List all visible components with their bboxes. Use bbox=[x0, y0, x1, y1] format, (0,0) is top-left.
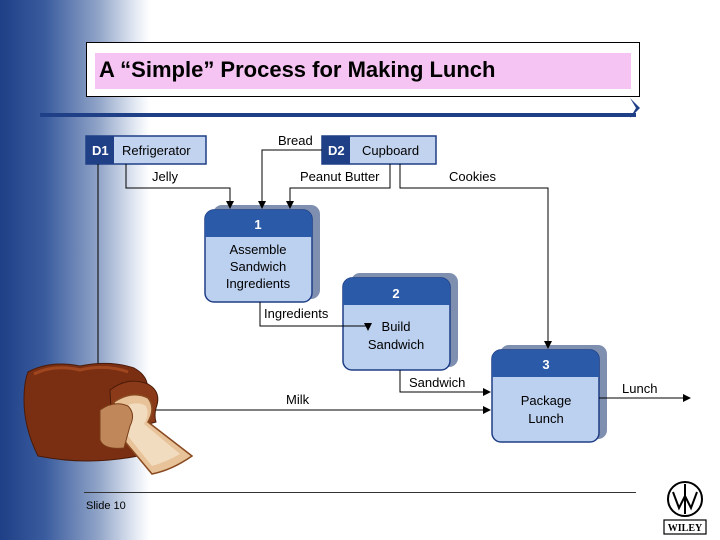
flow-bread-label: Bread bbox=[278, 133, 313, 148]
flow-bread-line bbox=[258, 149, 322, 209]
title-corner-accent bbox=[630, 98, 640, 118]
title-highlight bbox=[95, 53, 631, 89]
process-3-line1: Package bbox=[521, 393, 572, 408]
flow-jelly-label: Jelly bbox=[152, 169, 179, 184]
bread-loaf-illustration bbox=[23, 362, 194, 475]
flow-sandwich-label: Sandwich bbox=[409, 375, 465, 390]
process-2-line1: Build bbox=[382, 319, 411, 334]
flow-jelly-line bbox=[125, 164, 234, 209]
store-d1-id: D1 bbox=[92, 143, 109, 158]
wiley-logo: WILEY bbox=[663, 481, 707, 535]
process-1-line2: Sandwich bbox=[230, 259, 286, 274]
flow-ingredients-line bbox=[259, 302, 372, 331]
wiley-logo-text: WILEY bbox=[668, 523, 703, 534]
slide-title: A “Simple” Process for Making Lunch bbox=[99, 57, 496, 82]
process-1-line1: Assemble bbox=[229, 242, 286, 257]
flow-ingredients-label: Ingredients bbox=[264, 306, 329, 321]
footer-divider bbox=[84, 492, 636, 493]
process-1-line3: Ingredients bbox=[226, 276, 291, 291]
flow-lunch-label: Lunch bbox=[622, 381, 657, 396]
process-1: 1 Assemble Sandwich Ingredients bbox=[204, 205, 320, 303]
data-store-d1: D1 Refrigerator bbox=[85, 135, 207, 165]
process-2: 2 Build Sandwich bbox=[342, 273, 458, 371]
process-3-number: 3 bbox=[542, 357, 549, 372]
store-d2-id: D2 bbox=[328, 143, 345, 158]
flow-peanut-butter-line bbox=[286, 164, 391, 209]
process-3: 3 Package Lunch bbox=[491, 345, 607, 443]
title-underline bbox=[40, 113, 636, 117]
store-d1-name: Refrigerator bbox=[122, 143, 191, 158]
process-2-number: 2 bbox=[392, 286, 399, 301]
flow-sandwich-line bbox=[399, 370, 491, 396]
store-d2-name: Cupboard bbox=[362, 143, 419, 158]
flow-cookies-line bbox=[399, 164, 552, 349]
data-store-d2: D2 Cupboard bbox=[321, 135, 437, 165]
flow-milk-label: Milk bbox=[286, 392, 310, 407]
flow-cookies-label: Cookies bbox=[449, 169, 496, 184]
process-2-line2: Sandwich bbox=[368, 337, 424, 352]
title-box bbox=[86, 42, 640, 97]
process-3-line2: Lunch bbox=[528, 411, 563, 426]
flow-peanut-butter-label: Peanut Butter bbox=[300, 169, 380, 184]
process-1-number: 1 bbox=[254, 217, 261, 232]
slide-number: Slide 10 bbox=[86, 500, 126, 512]
